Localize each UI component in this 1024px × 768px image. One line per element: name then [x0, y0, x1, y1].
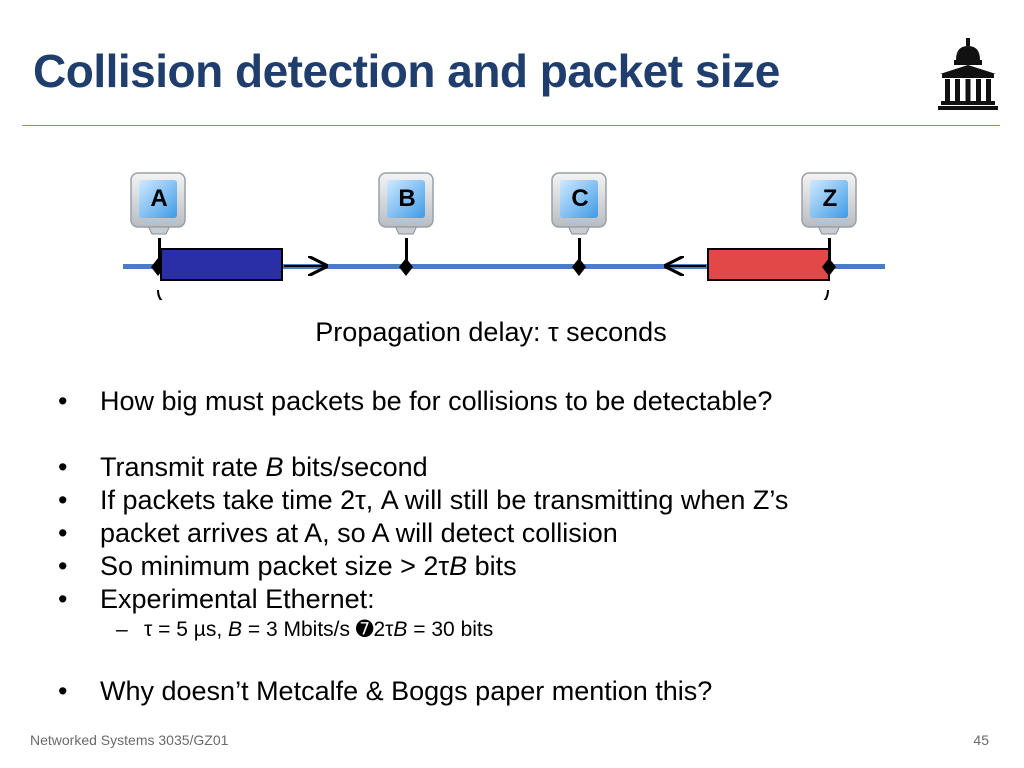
- host-c: C: [551, 172, 607, 276]
- title-divider: [22, 125, 1000, 126]
- propagation-delay-caption: Propagation delay: τ seconds: [315, 317, 667, 347]
- bullet-item: So minimum packet size > 2τB bits: [58, 550, 980, 583]
- host-label-b: B: [398, 185, 415, 212]
- host-label-z: Z: [823, 185, 838, 212]
- university-building-icon: [938, 38, 998, 110]
- bullet-item: Experimental Ethernet:: [58, 583, 980, 616]
- bullet-item: If packets take time 2τ, A will still be…: [58, 484, 980, 517]
- bullet-continuation: packet arrives at A, so A will detect co…: [58, 517, 980, 550]
- arrow-glyph: ➐: [355, 618, 374, 641]
- bullet-item: Why doesn’t Metcalfe & Boggs paper menti…: [58, 675, 980, 708]
- ethernet-bus: [123, 264, 885, 269]
- footer-course: Networked Systems 3035/GZ01: [30, 732, 229, 748]
- bullet-item: Transmit rate B bits/second: [58, 451, 980, 484]
- collision-diagram: A B C Z: [123, 172, 885, 300]
- footer-page-number: 45: [973, 732, 989, 748]
- packet-from-a: [160, 248, 283, 281]
- propagation-brace: [157, 289, 829, 300]
- host-z: Z: [801, 172, 857, 266]
- bullet-item: How big must packets be for collisions t…: [58, 385, 980, 418]
- slide-title: Collision detection and packet size: [33, 45, 780, 97]
- host-b: B: [378, 172, 434, 276]
- host-label-c: C: [571, 185, 588, 212]
- host-label-a: A: [150, 185, 167, 212]
- packet-from-z: [707, 248, 830, 281]
- sub-bullet-item: τ = 5 µs, B = 3 Mbits/s ➐2τB = 30 bits: [116, 617, 493, 643]
